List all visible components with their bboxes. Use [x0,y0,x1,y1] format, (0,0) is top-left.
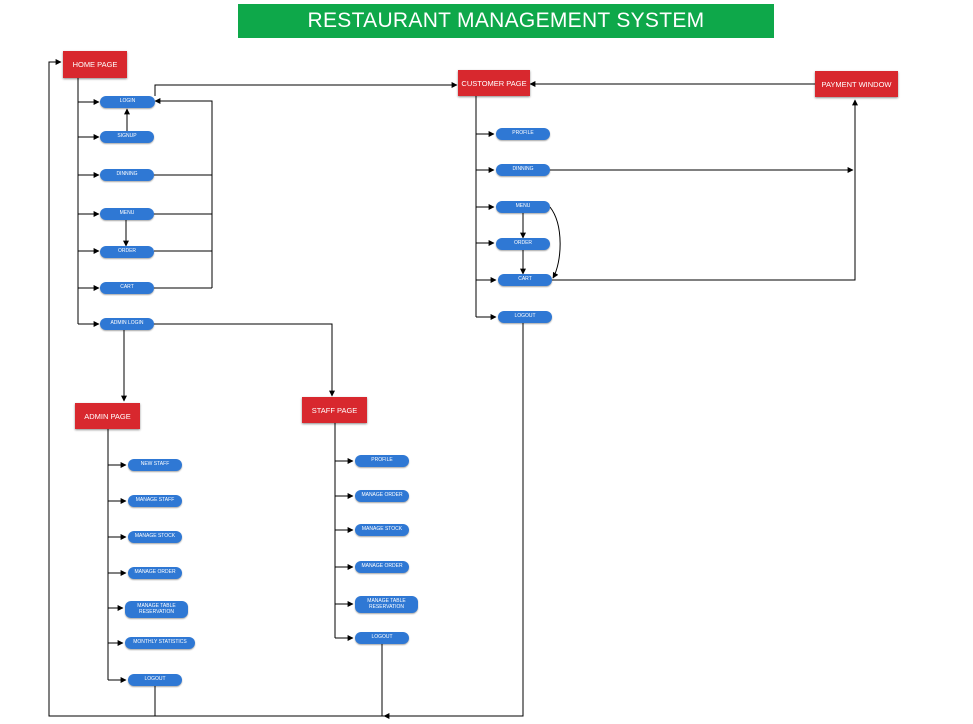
admin-manage-table-reservation-pill: MANAGE TABLE RESERVATION [125,601,188,618]
staff-manage-order-2-pill: MANAGE ORDER [355,561,409,573]
staff-logout-pill: LOGOUT [355,632,409,644]
customer-menu-pill: MENU [496,201,550,213]
home-order-pill: ORDER [100,246,154,258]
customer-order-pill: ORDER [496,238,550,250]
staff-profile-pill: PROFILE [355,455,409,467]
admin-manage-stock-pill: MANAGE STOCK [128,531,182,543]
admin-new-staff-pill: NEW STAFF [128,459,182,471]
diagram-title: RESTAURANT MANAGEMENT SYSTEM [238,4,774,38]
admin-logout-pill: LOGOUT [128,674,182,686]
home-cart-pill: CART [100,282,154,294]
home-admin-login-pill: ADMIN LOGIN [100,318,154,330]
home-menu-pill: MENU [100,208,154,220]
home-login-pill: LOGIN [100,96,155,108]
staff-manage-order-pill: MANAGE ORDER [355,490,409,502]
customer-cart-pill: CART [498,274,552,286]
staff-manage-stock-pill: MANAGE STOCK [355,524,409,536]
payment-window-box: PAYMENT WINDOW [815,71,898,97]
staff-page-box: STAFF PAGE [302,397,367,423]
customer-page-box: CUSTOMER PAGE [458,70,530,96]
home-dinning-pill: DINNING [100,169,154,181]
staff-manage-table-reservation-pill: MANAGE TABLE RESERVATION [355,596,418,613]
customer-logout-pill: LOGOUT [498,311,552,323]
home-page-box: HOME PAGE [63,51,127,78]
customer-profile-pill: PROFILE [496,128,550,140]
admin-monthly-statistics-pill: MONTHLY STATISTICS [125,637,195,649]
home-signup-pill: SIGNUP [100,131,154,143]
customer-dinning-pill: DINNING [496,164,550,176]
admin-page-box: ADMIN PAGE [75,403,140,429]
admin-manage-staff-pill: MANAGE STAFF [128,495,182,507]
admin-manage-order-pill: MANAGE ORDER [128,567,182,579]
